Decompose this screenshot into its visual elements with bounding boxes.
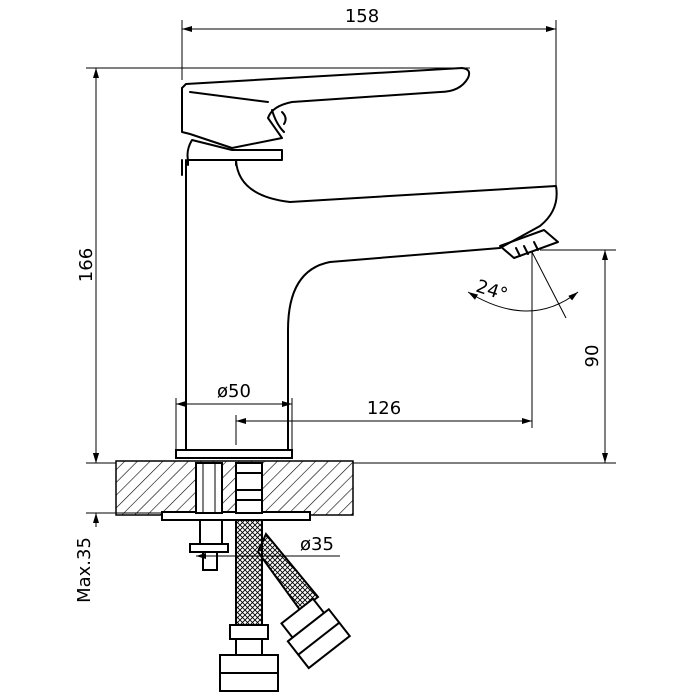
dimension-shank-diameter-label: ø35 bbox=[300, 534, 334, 555]
hose-nut-left bbox=[229, 624, 269, 640]
dimension-max-thickness-label: Max.35 bbox=[74, 537, 95, 603]
dimension-angle-label: 24° bbox=[473, 276, 510, 306]
dimension-spout-height-label: 90 bbox=[582, 345, 603, 368]
handle-lever bbox=[181, 67, 471, 149]
dimension-reach-label: 126 bbox=[367, 398, 401, 419]
dimension-body-diameter-label: ø50 bbox=[217, 381, 251, 402]
dimension-width-label: 158 bbox=[345, 6, 379, 27]
aerator bbox=[499, 229, 559, 259]
fixing-nut bbox=[199, 519, 223, 545]
countertop-section bbox=[115, 460, 354, 516]
spout bbox=[235, 159, 558, 453]
threaded-shank bbox=[195, 462, 223, 514]
supply-hose-angled bbox=[256, 532, 320, 612]
cartridge-collar bbox=[186, 139, 283, 161]
faucet-base bbox=[175, 449, 293, 459]
supply-hose-straight bbox=[235, 519, 263, 626]
dimension-height-label: 166 bbox=[76, 248, 97, 282]
dimension-lines: 158 166 90 126 ø50 ø35 Max.35 24° bbox=[74, 6, 616, 603]
under-counter-fittings bbox=[189, 462, 352, 692]
countertop bbox=[115, 460, 354, 521]
